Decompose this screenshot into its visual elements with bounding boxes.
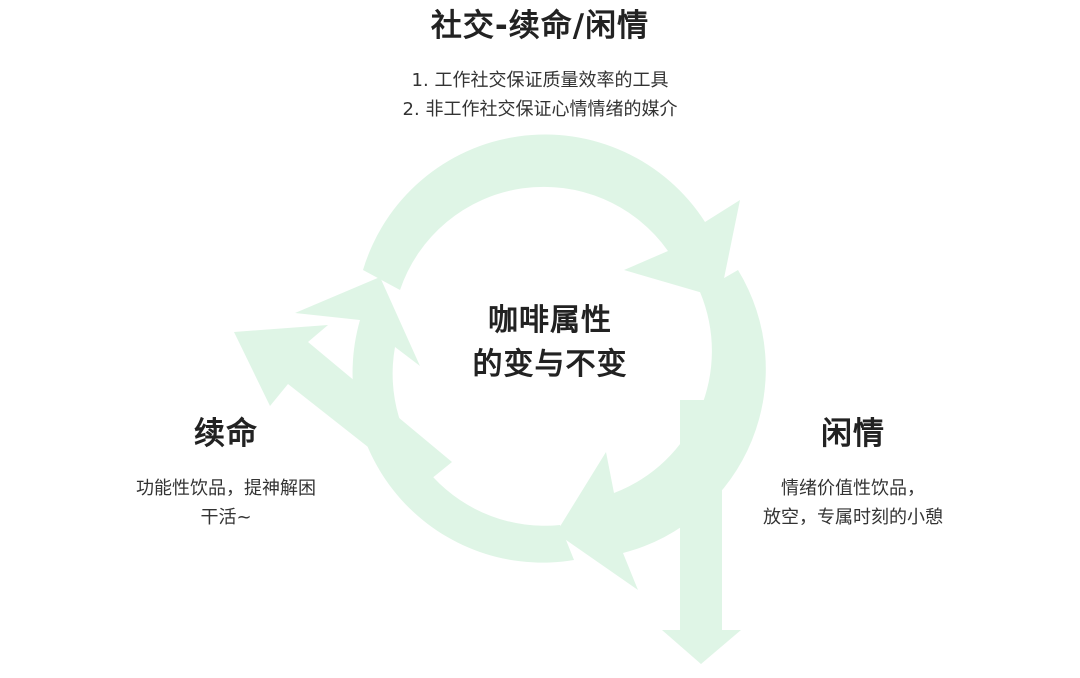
center-node: 咖啡属性 的变与不变 — [430, 299, 670, 387]
right-node-line-2: 放空，专属时刻的小憩 — [763, 507, 943, 528]
top-node: 社交-续命/闲情 1. 工作社交保证质量效率的工具 2. 非工作社交保证心情情绪… — [340, 4, 740, 124]
cycle-arrow-left — [295, 277, 574, 563]
left-node-title: 续命 — [194, 416, 258, 452]
right-node-line-1: 情绪价值性饮品， — [781, 478, 925, 499]
center-title-line-1: 咖啡属性 — [488, 303, 612, 338]
cycle-arrow-right — [556, 270, 766, 590]
center-title-line-2: 的变与不变 — [472, 347, 628, 382]
right-node: 闲情 情绪价值性饮品， 放空，专属时刻的小憩 — [724, 412, 982, 532]
top-node-line-2: 2. 非工作社交保证心情情绪的媒介 — [402, 99, 678, 120]
right-node-title: 闲情 — [821, 416, 885, 452]
left-node-line-2: 干活~ — [200, 507, 252, 528]
branch-arrow-down — [662, 400, 741, 664]
cycle-arrow-top — [363, 134, 740, 298]
branch-arrow-left — [234, 325, 452, 488]
top-node-line-1: 1. 工作社交保证质量效率的工具 — [411, 70, 669, 91]
left-node-line-1: 功能性饮品，提神解困 — [136, 478, 316, 499]
left-node: 续命 功能性饮品，提神解困 干活~ — [96, 412, 356, 532]
top-node-title: 社交-续命/闲情 — [430, 8, 650, 44]
